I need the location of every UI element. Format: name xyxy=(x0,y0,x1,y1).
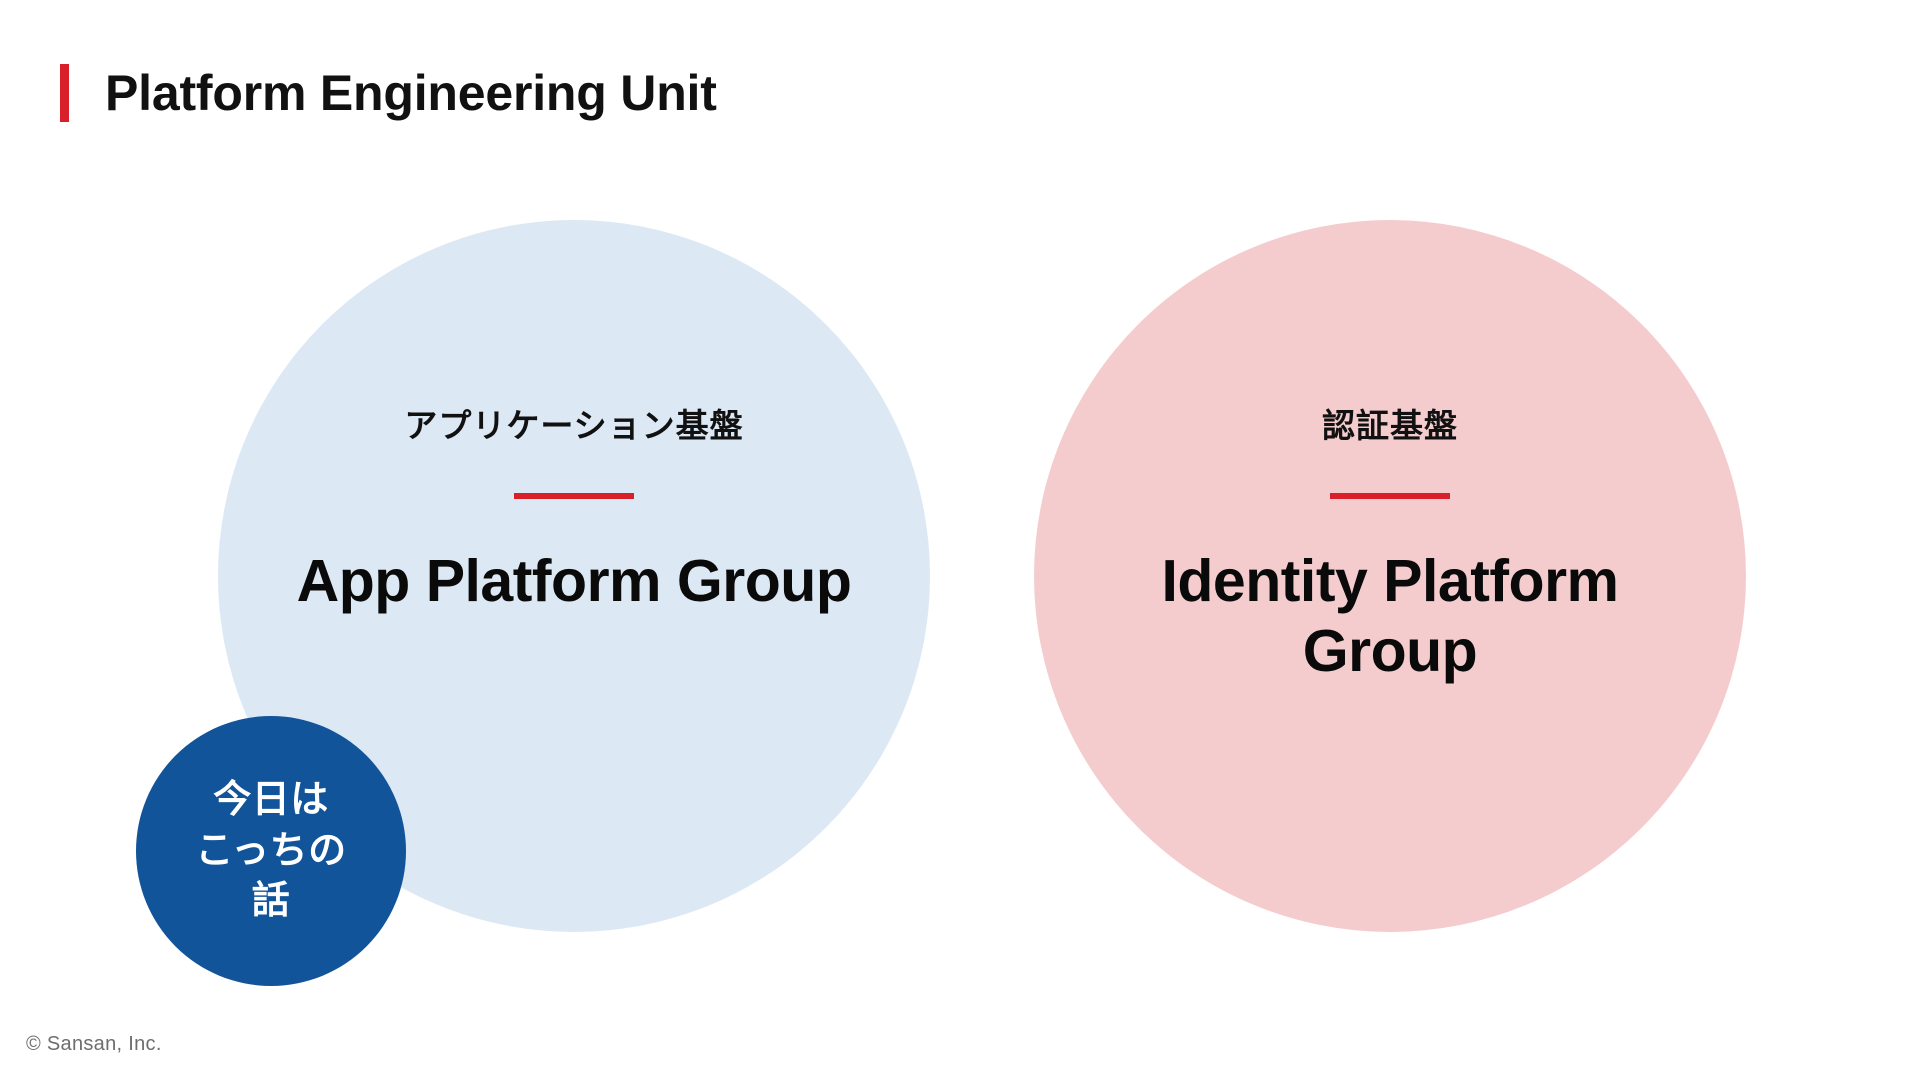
group-circle-content: 認証基盤 Identity Platform Group xyxy=(1034,220,1746,686)
page-title: Platform Engineering Unit xyxy=(105,65,717,121)
group-divider-identity-platform xyxy=(1330,493,1450,500)
group-subtitle-app-platform: アプリケーション基盤 xyxy=(404,407,744,444)
highlight-badge: 今日は こっちの 話 xyxy=(136,716,406,986)
highlight-badge-line-1: 今日は xyxy=(213,778,329,821)
group-subtitle-identity-platform: 認証基盤 xyxy=(1322,407,1458,444)
group-name-app-platform: App Platform Group xyxy=(296,548,852,615)
group-circle-identity-platform: 認証基盤 Identity Platform Group xyxy=(1034,220,1746,932)
group-divider-app-platform xyxy=(514,493,634,500)
highlight-badge-line-3: 話 xyxy=(251,880,291,923)
slide-title-row: Platform Engineering Unit xyxy=(60,62,717,124)
highlight-badge-label: 今日は こっちの 話 xyxy=(195,775,346,928)
group-circle-content: アプリケーション基盤 App Platform Group xyxy=(218,220,930,617)
title-accent-bar-icon xyxy=(60,64,69,122)
highlight-badge-line-2: こっちの xyxy=(195,829,347,872)
footer-copyright: © Sansan, Inc. xyxy=(26,1033,162,1055)
group-name-identity-platform: Identity Platform Group xyxy=(1161,548,1620,684)
